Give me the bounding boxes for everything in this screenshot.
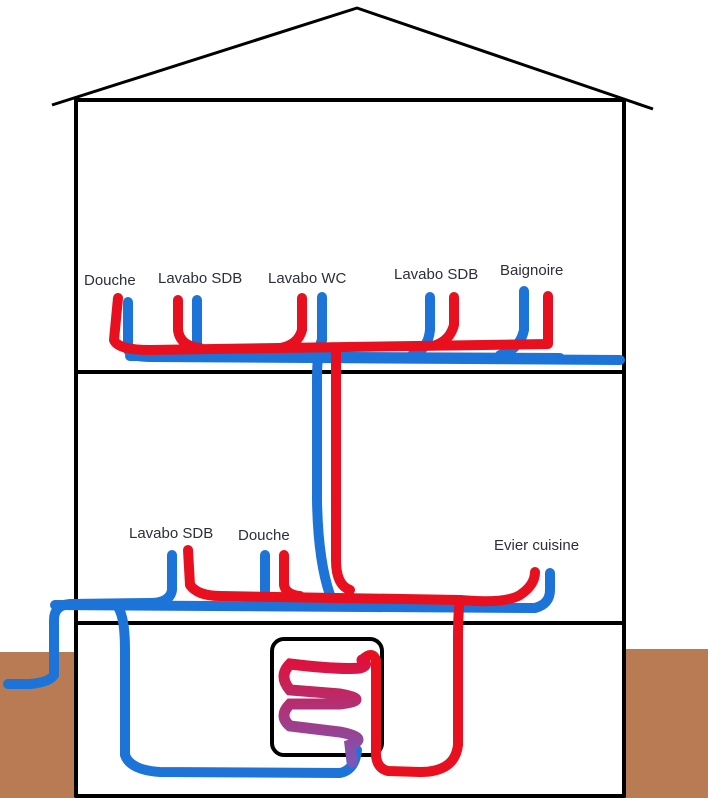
label-ground-evier-cuisine: Evier cuisine [494, 537, 580, 554]
ground-right [624, 649, 708, 798]
label-ground-douche: Douche [238, 527, 290, 544]
label-upper-baignoire: Baignoire [500, 262, 564, 279]
heat-exchanger-coil [278, 654, 371, 768]
roof [51, 6, 654, 111]
ground-left [0, 652, 76, 798]
label-upper-lavabo-wc: Lavabo WC [268, 270, 347, 287]
label-upper-lavabo-sdb-1: Lavabo SDB [158, 270, 243, 287]
label-upper-lavabo-sdb-2: Lavabo SDB [394, 266, 479, 283]
hot-water-pipes [109, 291, 554, 777]
house-walls [74, 98, 626, 798]
label-upper-douche: Douche [84, 272, 136, 289]
label-ground-lavabo-sdb: Lavabo SDB [129, 525, 214, 542]
